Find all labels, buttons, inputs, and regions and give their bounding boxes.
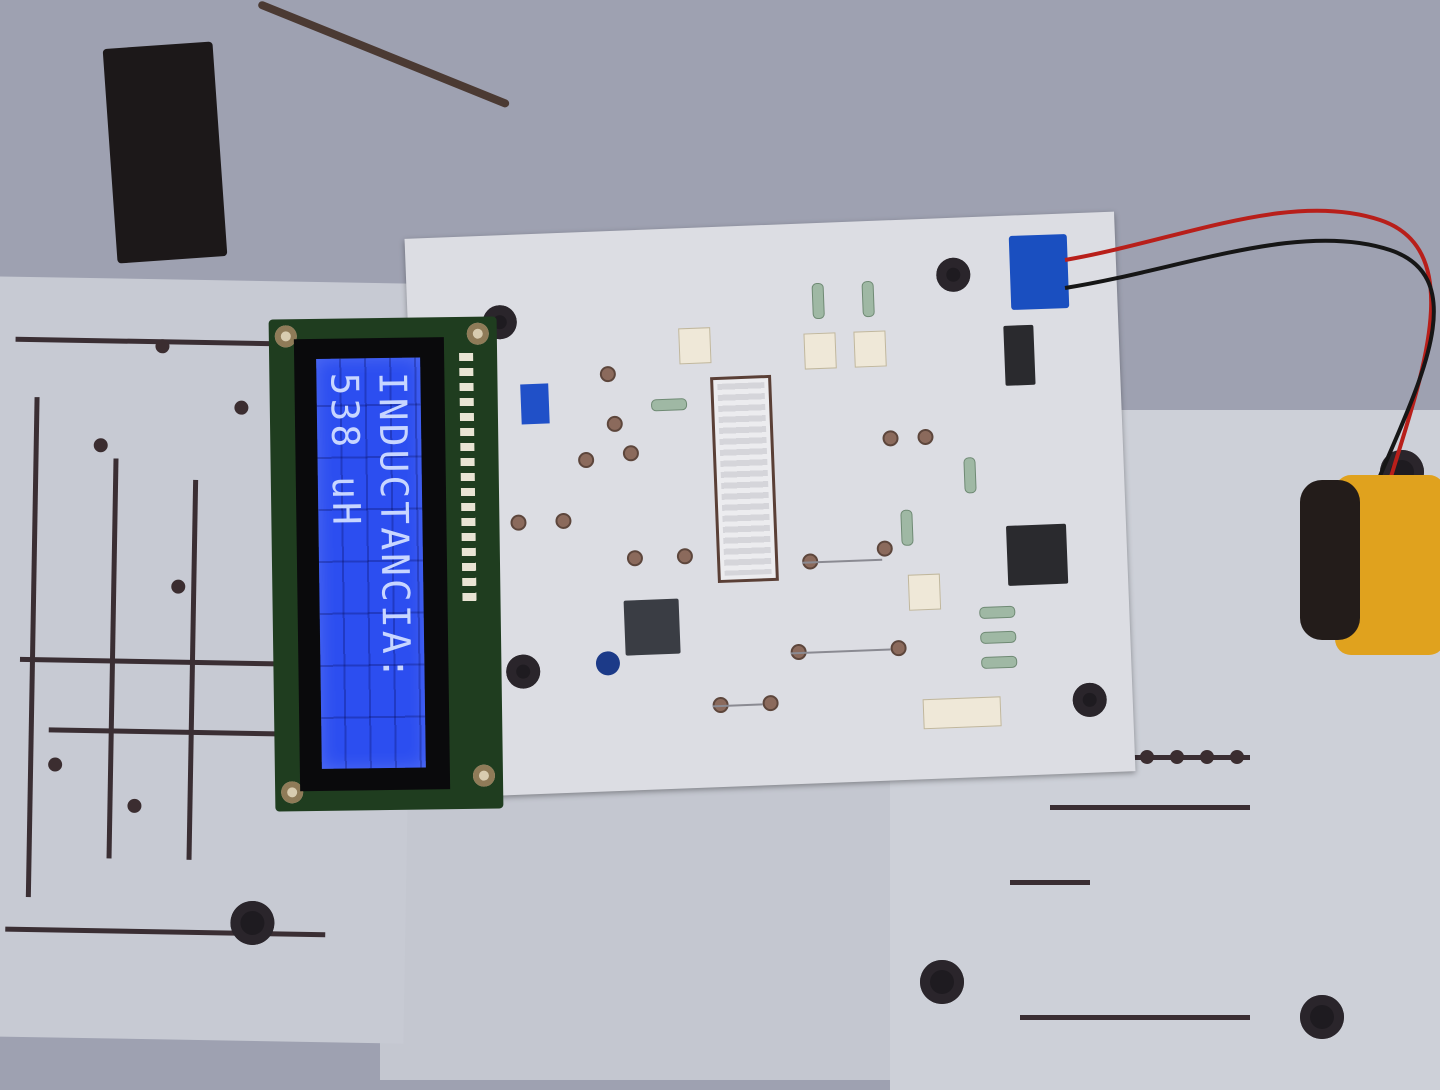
lcd-screen: INDUCTANCIA: 538 uH: [316, 357, 426, 769]
lcd-header-pins: [459, 352, 477, 603]
smd-ic: [623, 598, 681, 656]
paper-sheet-bottom: [380, 780, 900, 1080]
black-header-connector: [102, 41, 228, 264]
trimmer-potentiometer: [520, 383, 550, 425]
stylus-tool: [257, 0, 511, 109]
battery-clip: [1300, 480, 1360, 640]
connector: [853, 330, 887, 368]
blue-capacitor: [595, 650, 621, 676]
connector: [678, 327, 712, 365]
connector: [803, 332, 837, 370]
regulator-ic: [1003, 324, 1036, 386]
lcd-line-1: INDUCTANCIA:: [370, 371, 419, 683]
mounting-hole: [1072, 682, 1108, 718]
lcd-module: INDUCTANCIA: 538 uH: [268, 316, 504, 812]
lcd-line-2: 538 uH: [322, 372, 369, 529]
mounting-hole: [505, 653, 541, 690]
dip8-ic: [1005, 523, 1069, 586]
connector: [922, 696, 1002, 730]
battery-wires: [1064, 208, 1436, 501]
mounting-hole: [935, 257, 971, 293]
lcd-bezel: INDUCTANCIA: 538 uH: [293, 337, 451, 792]
connector: [907, 573, 942, 611]
microcontroller-socket: [710, 374, 779, 584]
